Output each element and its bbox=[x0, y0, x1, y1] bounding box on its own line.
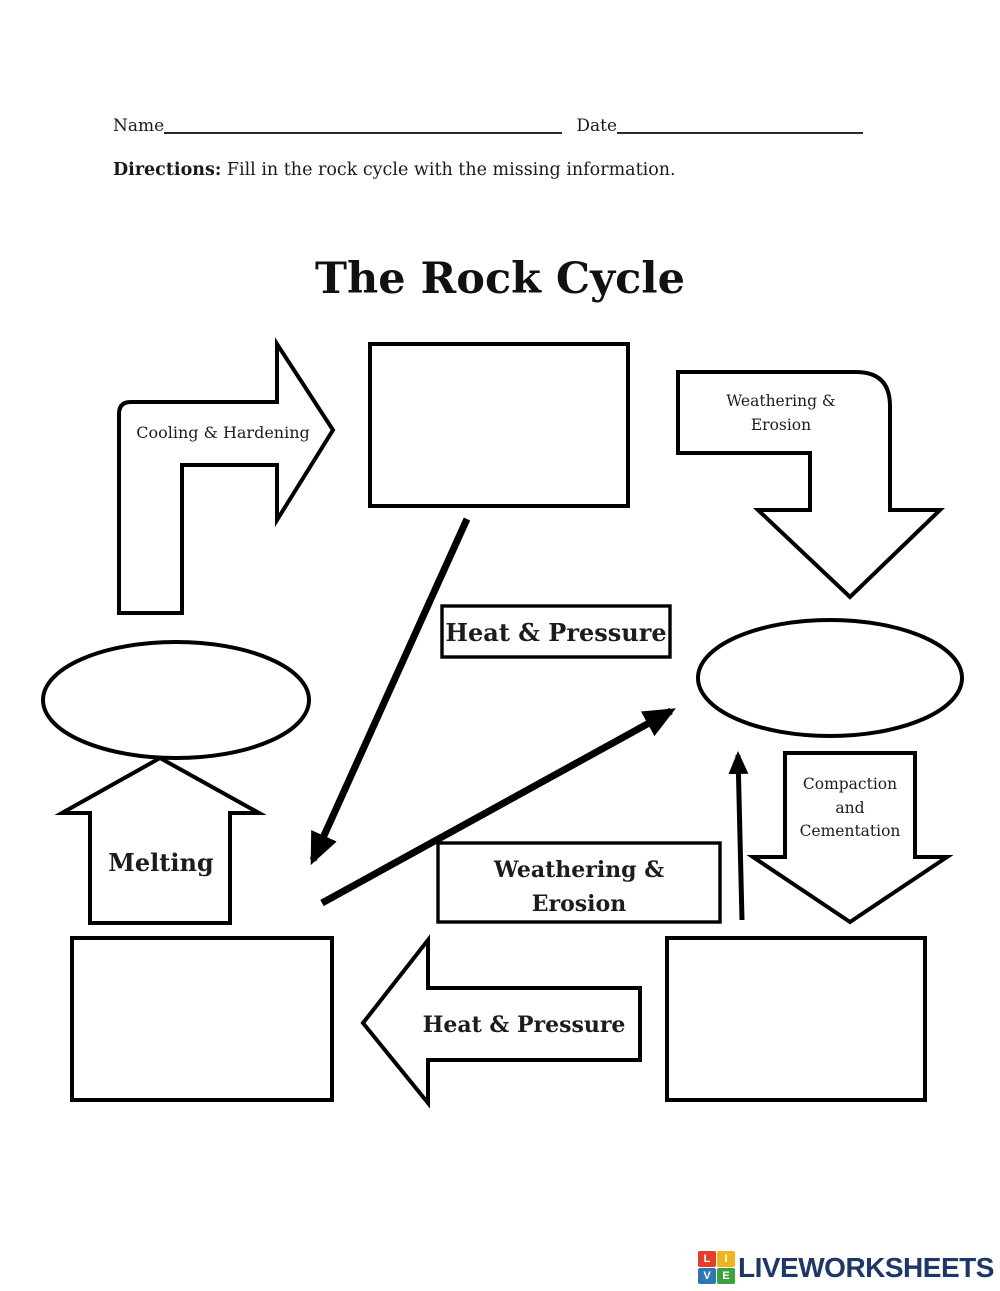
heat-pressure-bottom-label: Heat & Pressure bbox=[423, 1012, 626, 1038]
blank-box-bottom-right[interactable] bbox=[665, 936, 927, 1102]
weathering-erosion-top-arrow bbox=[676, 370, 945, 600]
cooling-hardening-arrow bbox=[117, 337, 336, 615]
logo-square-l: L bbox=[698, 1251, 716, 1267]
logo-square-i: I bbox=[717, 1251, 735, 1267]
compaction-label-line2: and bbox=[835, 799, 864, 817]
weathering-erosion-top-label-line2: Erosion bbox=[751, 416, 811, 434]
heat-pressure-mid-label: Heat & Pressure bbox=[445, 618, 666, 647]
compaction-label-line3: Cementation bbox=[800, 822, 901, 840]
date-label: Date bbox=[576, 116, 618, 136]
liveworksheets-wordmark: LIVEWORKSHEETS bbox=[738, 1251, 994, 1283]
weathering-erosion-mid-label-line1: Weathering & bbox=[493, 857, 664, 883]
arrow-bottomleft-to-right-ellipse bbox=[320, 707, 676, 907]
weathering-erosion-mid-label-line2: Erosion bbox=[532, 891, 626, 917]
directions-label: Directions: bbox=[113, 160, 222, 180]
name-date-row: Name Date bbox=[113, 116, 863, 136]
heat-pressure-bottom-arrow bbox=[360, 934, 642, 1109]
directions: Directions: Fill in the rock cycle with … bbox=[113, 160, 676, 180]
blank-box-top[interactable] bbox=[368, 342, 630, 508]
compaction-cementation-arrow bbox=[746, 751, 954, 925]
weathering-erosion-mid-box bbox=[436, 841, 722, 924]
melting-arrow bbox=[54, 755, 267, 925]
blank-ellipse-right[interactable] bbox=[696, 618, 964, 738]
compaction-label-line1: Compaction bbox=[803, 775, 897, 793]
arrow-bottomright-to-right-ellipse bbox=[728, 751, 749, 921]
name-blank-line[interactable] bbox=[164, 119, 563, 134]
blank-ellipse-left[interactable] bbox=[41, 640, 311, 760]
cooling-hardening-label: Cooling & Hardening bbox=[136, 423, 310, 442]
directions-text: Fill in the rock cycle with the missing … bbox=[221, 160, 676, 180]
name-label: Name bbox=[113, 116, 165, 136]
logo-square-e: E bbox=[717, 1268, 735, 1284]
page-title: The Rock Cycle bbox=[314, 254, 686, 304]
blank-box-bottom-left[interactable] bbox=[70, 936, 334, 1102]
melting-label: Melting bbox=[108, 848, 214, 877]
date-blank-line[interactable] bbox=[617, 119, 863, 134]
weathering-erosion-top-label-line1: Weathering & bbox=[726, 392, 836, 410]
logo-square-v: V bbox=[698, 1268, 716, 1284]
heat-pressure-mid-box bbox=[440, 604, 672, 659]
liveworksheets-grid-icon: L I V E bbox=[698, 1251, 735, 1284]
liveworksheets-logo: L I V E LIVEWORKSHEETS bbox=[698, 1251, 994, 1284]
arrow-topbox-to-bottomleft bbox=[309, 517, 471, 866]
